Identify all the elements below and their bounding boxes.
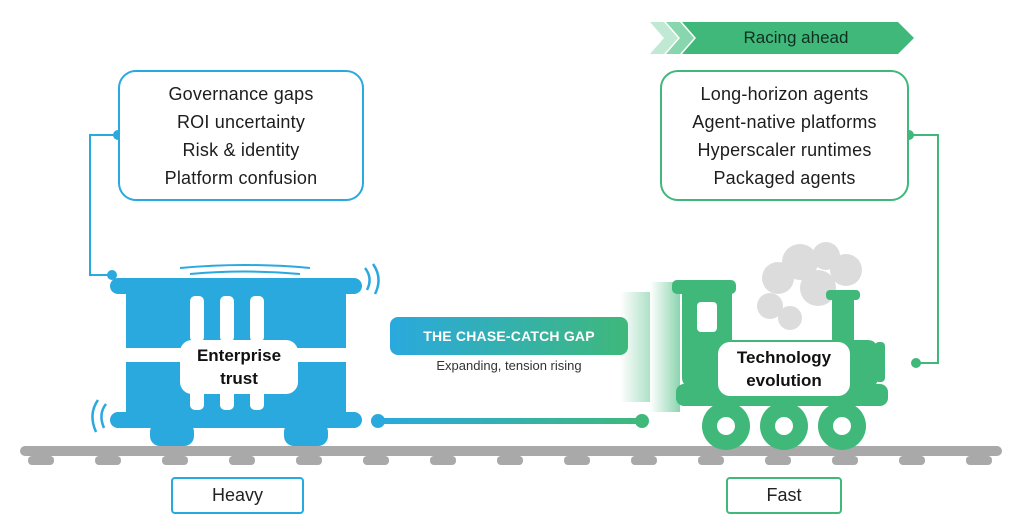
racing-ahead-label: Racing ahead [743, 28, 849, 47]
technology-evolution-label: Technology evolution [718, 342, 850, 396]
gap-subtitle: Expanding, tension rising [436, 358, 582, 373]
advance-item: Packaged agents [713, 167, 856, 188]
technology-label-line2: evolution [746, 371, 822, 390]
enterprise-label-line1: Enterprise [196, 346, 282, 365]
connector-dot [107, 270, 117, 280]
gap-title-badge: THE CHASE-CATCH GAP [390, 317, 628, 355]
advance-item: Long-horizon agents [700, 83, 869, 104]
heavy-tag: Heavy [171, 477, 304, 514]
technology-connector [909, 134, 939, 364]
advance-item: Hyperscaler runtimes [697, 139, 872, 160]
technology-label-line1: Technology [736, 348, 832, 367]
connector-dot [911, 358, 921, 368]
enterprise-trust-label: Enterprise trust [180, 340, 298, 394]
challenge-item: ROI uncertainty [176, 111, 306, 132]
technology-advances-box: Long-horizon agents Agent-native platfor… [660, 70, 909, 201]
enterprise-label-line2: trust [220, 369, 258, 388]
rail-track [20, 446, 1002, 465]
advance-item: Agent-native platforms [692, 111, 877, 132]
racing-ahead-banner [650, 22, 914, 54]
enterprise-challenges-box: Governance gaps ROI uncertainty Risk & i… [118, 70, 364, 201]
speed-lines-box [590, 77, 670, 200]
challenge-item: Risk & identity [182, 139, 300, 160]
challenge-item: Platform confusion [164, 167, 318, 188]
fast-tag: Fast [726, 477, 842, 514]
gap-coupling [371, 414, 649, 428]
challenge-item: Governance gaps [168, 83, 314, 104]
enterprise-connector [89, 134, 118, 276]
